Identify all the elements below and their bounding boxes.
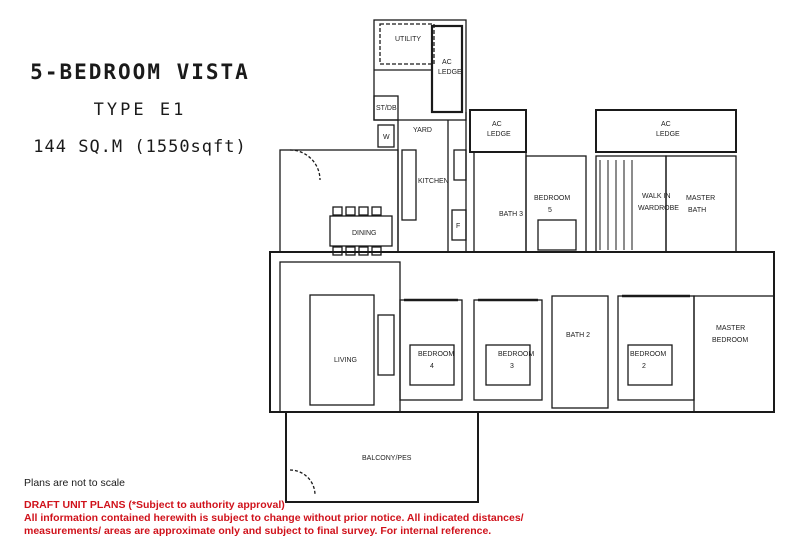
ac-ledge-top-box bbox=[430, 24, 464, 114]
bedroom4-bed bbox=[409, 344, 455, 386]
bedroom-wardrobes bbox=[404, 294, 690, 302]
label-bedroom5: BEDROOM bbox=[534, 195, 570, 202]
label-bath2: BATH 2 bbox=[566, 332, 590, 339]
label-living: LIVING bbox=[334, 357, 357, 364]
label-ac-ledge-mid2: LEDGE bbox=[487, 131, 511, 138]
wardrobe-area bbox=[595, 155, 667, 253]
label-ac-ledge-top2: LEDGE bbox=[438, 69, 462, 76]
label-bedroom4-num: 4 bbox=[430, 363, 434, 370]
bedroom5-bed bbox=[537, 219, 577, 251]
bath2-box bbox=[551, 295, 609, 409]
label-master-bath: MASTER bbox=[686, 195, 715, 202]
bedroom5-box bbox=[525, 155, 587, 253]
label-wardrobe: WARDROBE bbox=[638, 205, 679, 212]
bath3-box bbox=[473, 151, 527, 253]
plan-title: 5-BEDROOM VISTA bbox=[30, 60, 250, 84]
kitchen-counter bbox=[401, 149, 417, 221]
label-ac-ledge-mid: AC bbox=[492, 121, 502, 128]
label-master-bedroom: MASTER bbox=[716, 325, 745, 332]
sofa bbox=[309, 294, 375, 406]
bedroom2-bed bbox=[627, 344, 673, 386]
label-ac-ledge-right: AC bbox=[661, 121, 671, 128]
label-bath3: BATH 3 bbox=[499, 211, 523, 218]
utility-room bbox=[379, 23, 435, 65]
sofa-side bbox=[377, 314, 395, 376]
balcony-area bbox=[285, 411, 479, 503]
kitchen-sink bbox=[453, 149, 467, 181]
dining-table bbox=[329, 215, 393, 247]
label-w: W bbox=[383, 134, 390, 141]
dining-door bbox=[289, 149, 321, 181]
label-kitchen: KITCHEN bbox=[418, 178, 449, 185]
label-st-db: ST/DB bbox=[376, 105, 397, 112]
label-master-bedroom2: BEDROOM bbox=[712, 337, 748, 344]
label-bedroom2-num: 2 bbox=[642, 363, 646, 370]
wardrobe-hangers bbox=[599, 160, 633, 250]
plan-type: TYPE E1 bbox=[93, 100, 187, 120]
master-bedroom-box bbox=[693, 295, 775, 413]
draft-note: DRAFT UNIT PLANS (*Subject to authority … bbox=[24, 499, 285, 511]
label-f: F bbox=[456, 223, 460, 230]
label-ac-ledge-top: AC bbox=[442, 59, 452, 66]
living-area bbox=[279, 261, 401, 413]
label-balcony: BALCONY/PES bbox=[362, 455, 412, 462]
label-master-bath2: BATH bbox=[688, 207, 706, 214]
label-utility: UTILITY bbox=[395, 36, 421, 43]
main-outer-wall bbox=[269, 251, 775, 413]
label-walk-in: WALK IN bbox=[642, 193, 671, 200]
label-bedroom2: BEDROOM bbox=[630, 351, 666, 358]
label-ac-ledge-right2: LEDGE bbox=[656, 131, 680, 138]
balcony-door bbox=[289, 469, 316, 496]
label-dining: DINING bbox=[352, 230, 377, 237]
ac-ledge-right-box bbox=[595, 109, 737, 153]
label-yard: YARD bbox=[413, 127, 432, 134]
label-bedroom4: BEDROOM bbox=[418, 351, 454, 358]
disclaimer-note: All information contained herewith is su… bbox=[24, 512, 524, 537]
fridge-box bbox=[451, 209, 467, 241]
bedroom3-bed bbox=[485, 344, 531, 386]
label-bedroom3: BEDROOM bbox=[498, 351, 534, 358]
label-bedroom3-num: 3 bbox=[510, 363, 514, 370]
st-db-box bbox=[373, 95, 399, 121]
label-bedroom5-num: 5 bbox=[548, 207, 552, 214]
dining-area bbox=[279, 149, 399, 253]
w-box bbox=[377, 124, 395, 148]
plan-area: 144 SQ.M (1550sqft) bbox=[33, 137, 247, 157]
master-bath-box bbox=[665, 155, 737, 253]
scale-note: Plans are not to scale bbox=[24, 477, 125, 489]
